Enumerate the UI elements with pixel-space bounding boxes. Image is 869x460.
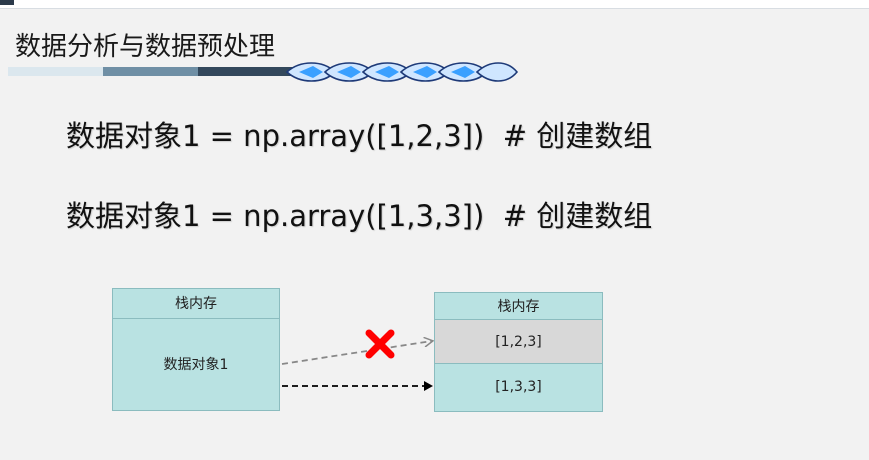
- stack-memory-box-left: 栈内存 数据对象1: [112, 288, 280, 411]
- decorative-wave-icon: [285, 62, 519, 82]
- right-box-header: 栈内存: [435, 293, 602, 320]
- corner-mark: [0, 0, 14, 5]
- title-underline-dark: [198, 67, 303, 76]
- title-underline-mid: [103, 67, 198, 76]
- left-box-header: 栈内存: [113, 289, 279, 319]
- code-line-2: 数据对象1 = np.array([1,3,3]) # 创建数组: [66, 199, 653, 233]
- stack-memory-box-right: 栈内存 [1,2,3] [1,3,3]: [434, 292, 603, 412]
- memory-cell-old: [1,2,3]: [435, 320, 602, 364]
- memory-cell-new: [1,3,3]: [495, 379, 542, 395]
- code-line-1: 数据对象1 = np.array([1,2,3]) # 创建数组: [66, 119, 653, 153]
- old-reference-arrow: [281, 341, 432, 365]
- slide-title: 数据分析与数据预处理: [15, 32, 276, 62]
- x-mark-icon: [365, 329, 395, 359]
- left-box-variable: 数据对象1: [163, 357, 229, 373]
- top-border: [0, 0, 869, 9]
- title-underline-light: [8, 67, 103, 76]
